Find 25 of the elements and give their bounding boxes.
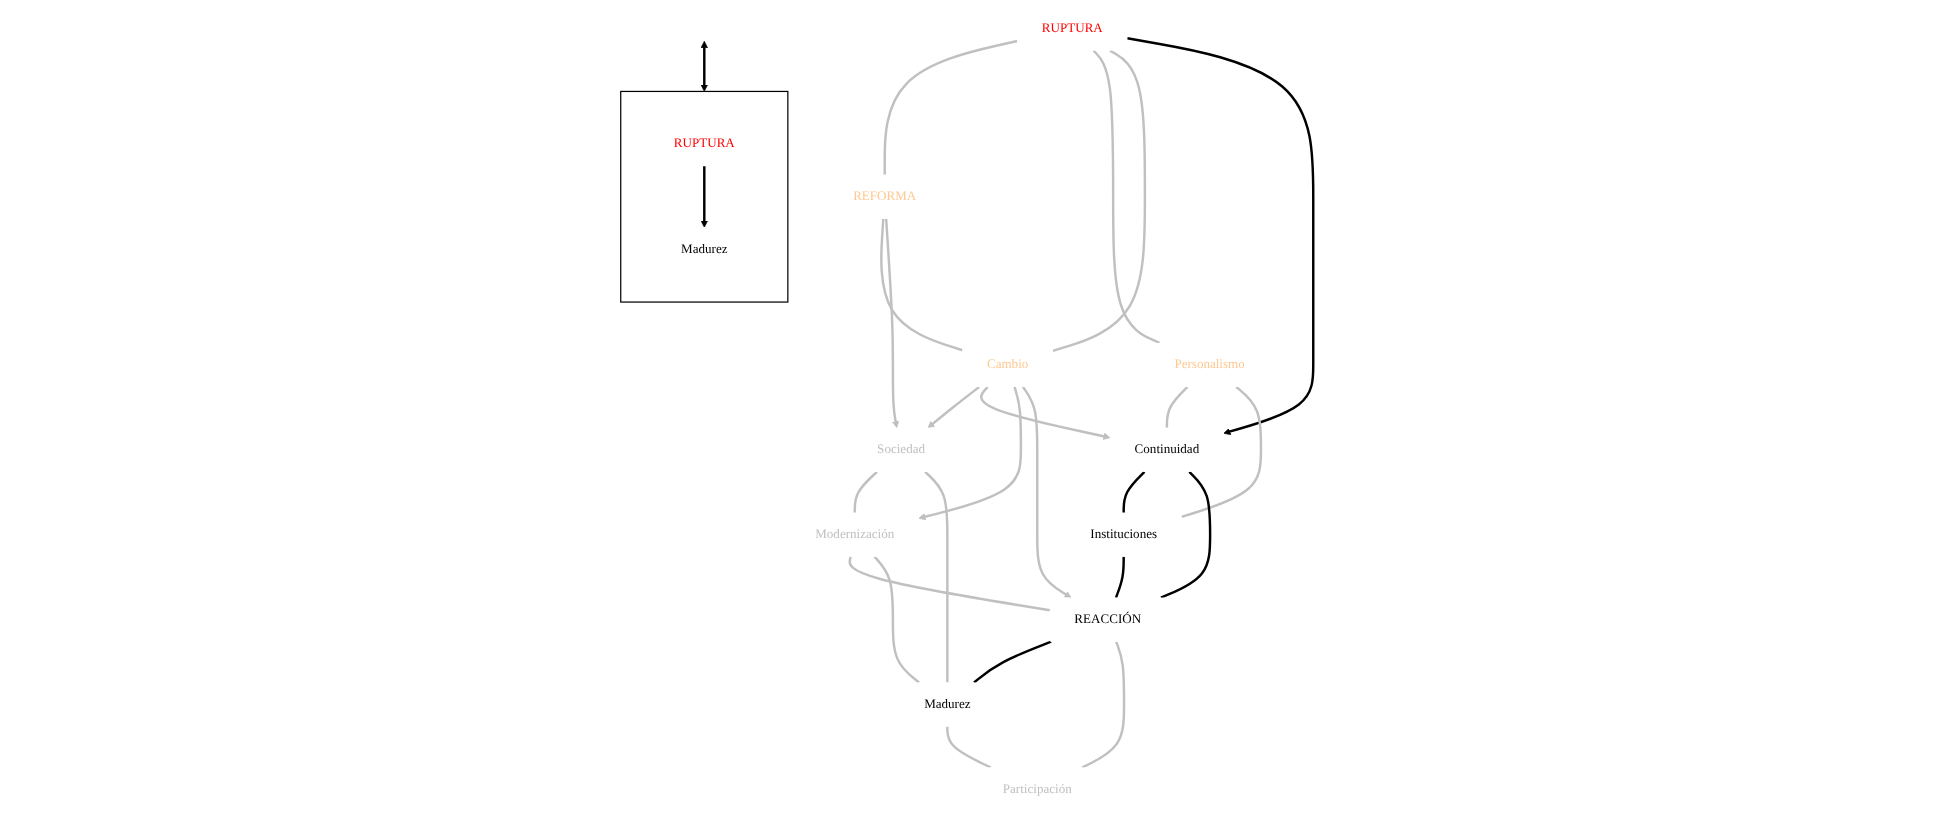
arrow bbox=[980, 386, 1111, 440]
connector bbox=[1181, 386, 1263, 518]
arrow bbox=[700, 40, 708, 92]
connector bbox=[924, 470, 949, 683]
connector bbox=[946, 726, 992, 769]
connector bbox=[1092, 49, 1160, 344]
arrow bbox=[884, 218, 900, 429]
arrow bbox=[1022, 386, 1072, 598]
connector bbox=[880, 218, 963, 352]
connector bbox=[883, 39, 1018, 175]
connector bbox=[1114, 556, 1125, 598]
connector bbox=[873, 555, 920, 684]
arrow bbox=[927, 386, 980, 429]
arrow bbox=[700, 166, 708, 228]
connector bbox=[848, 556, 1051, 612]
connector bbox=[1081, 641, 1126, 769]
connector bbox=[973, 640, 1052, 684]
arrow bbox=[1127, 37, 1315, 435]
connector bbox=[1052, 49, 1147, 353]
arrow bbox=[918, 386, 1023, 521]
connector bbox=[853, 470, 878, 513]
connector bbox=[1122, 471, 1146, 513]
cluster bbox=[620, 90, 789, 303]
connector bbox=[1160, 471, 1212, 599]
connector bbox=[1165, 386, 1189, 428]
